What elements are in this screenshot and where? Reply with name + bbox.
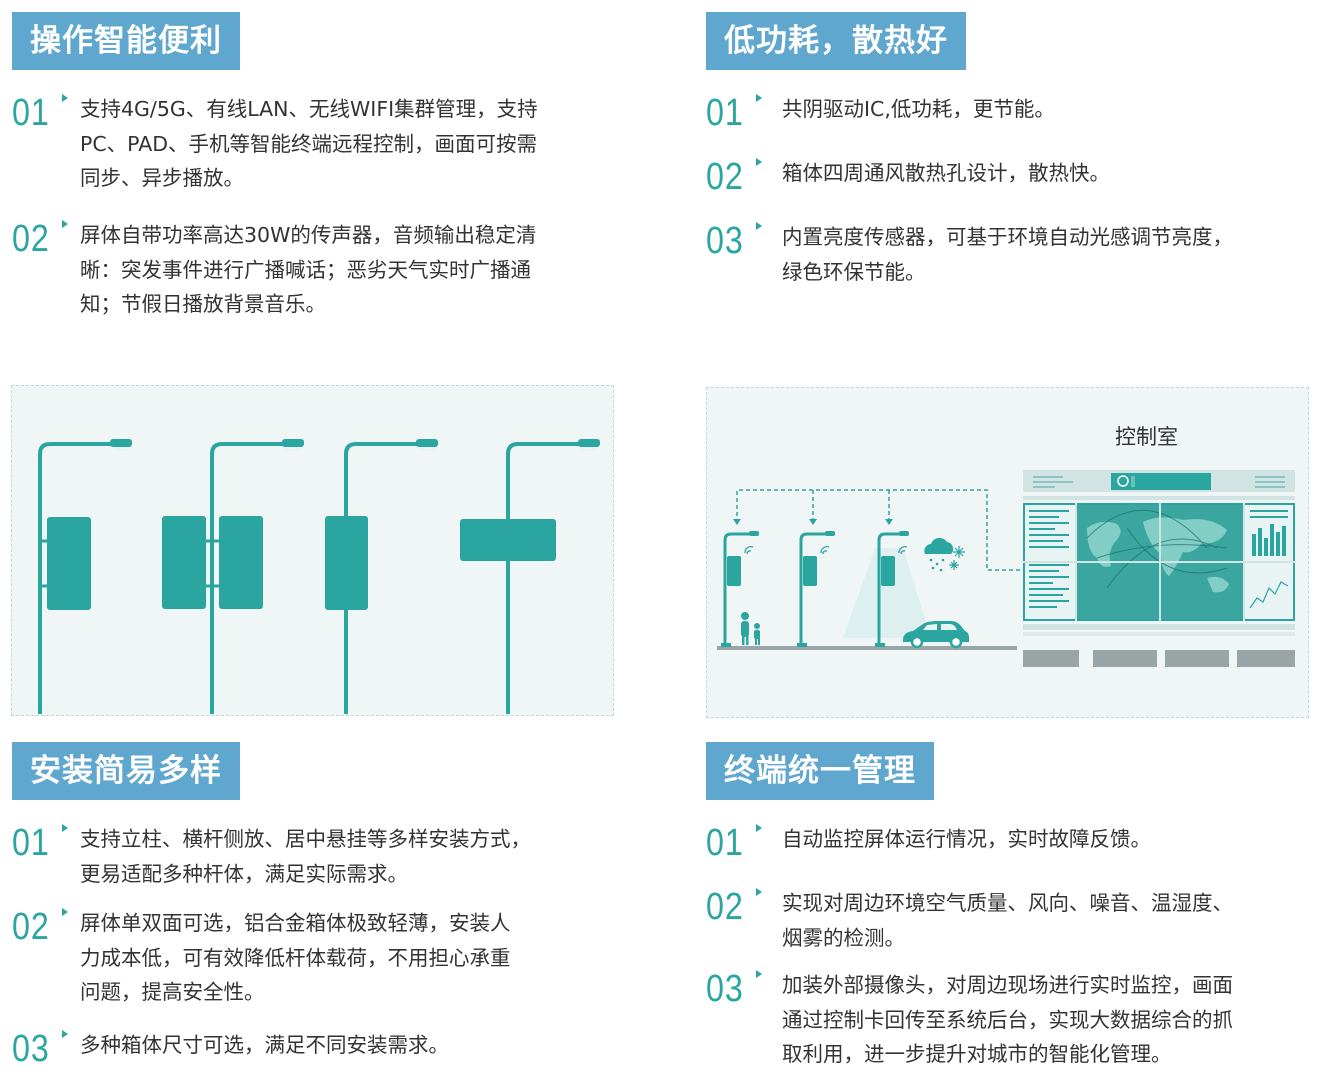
feature-text-line: 通过控制卡回传至系统后台，实现大数据综合的抓	[782, 1007, 1233, 1032]
pole-1	[38, 442, 118, 714]
pointer-icon	[62, 908, 68, 916]
sensor-light-cone	[843, 548, 931, 638]
led-screen-single-side	[47, 517, 91, 610]
feature-item: 01 支持立柱、横杆侧放、居中悬挂等多样安装方式， 更易适配多种杆体，满足实际需…	[12, 822, 612, 902]
feature-text-line: 取利用，进一步提升对城市的智能化管理。	[782, 1042, 1172, 1066]
feature-number: 02	[12, 218, 50, 260]
section-control: 操作智能便利 01 支持4G/5G、有线LAN、无线WIFI集群管理，支持 PC…	[12, 12, 612, 332]
pointer-icon	[756, 970, 762, 978]
feature-text-line: 支持4G/5G、有线LAN、无线WIFI集群管理，支持	[80, 97, 538, 121]
console-desk	[1165, 650, 1229, 667]
pole-mounting-graphic	[38, 439, 600, 714]
feature-text-line: 加装外部摄像头，对周边现场进行实时监控，画面	[782, 973, 1233, 997]
pointer-icon	[756, 824, 762, 832]
feature-item: 02 实现对周边环境空气质量、风向、噪音、温湿度、 烟雾的检测。	[706, 886, 1321, 966]
feature-item: 02 屏体自带功率高达30W的传声器，音频输出稳定清 晰：突发事件进行广播喊话；…	[12, 218, 612, 328]
feature-text-line: 绿色环保节能。	[782, 259, 926, 284]
section-title: 低功耗，散热好	[706, 12, 966, 70]
feature-item: 03 多种箱体尺寸可选，满足不同安装需求。	[12, 1028, 612, 1072]
section-power: 低功耗，散热好 01 共阴驱动IC,低功耗，更节能。 02 箱体四周通风散热孔设…	[706, 12, 1316, 312]
pointer-icon	[62, 220, 68, 228]
feature-text-line: 知；节假日播放背景音乐。	[80, 292, 326, 316]
pointer-icon	[62, 1030, 68, 1038]
feature-text-line: 更易适配多种杆体，满足实际需求。	[80, 861, 408, 886]
wifi-icon	[744, 546, 908, 555]
feature-text-line: PC、PAD、手机等智能终端远程控制，画面可按需	[80, 131, 538, 156]
pointer-icon	[756, 888, 762, 896]
feature-item: 03 加装外部摄像头，对周边现场进行实时监控，画面 通过控制卡回传至系统后台，实…	[706, 968, 1321, 1078]
feature-number: 03	[12, 1028, 50, 1070]
feature-item: 02 箱体四周通风散热孔设计，散热快。	[706, 156, 1316, 206]
led-screen-horizontal	[460, 519, 556, 561]
section-terminal: 终端统一管理 01 自动监控屏体运行情况，实时故障反馈。 02 实现对周边环境空…	[706, 742, 1321, 1082]
feature-number: 03	[706, 968, 744, 1010]
feature-number: 01	[706, 92, 744, 134]
console-desk	[1093, 650, 1157, 667]
feature-text-line: 问题，提高安全性。	[80, 980, 265, 1004]
feature-number: 01	[12, 92, 50, 134]
feature-text-line: 烟雾的检测。	[782, 925, 905, 950]
pole-screen	[727, 556, 741, 586]
pointer-icon	[62, 94, 68, 102]
pedestrian-icon	[741, 612, 760, 645]
feature-number: 01	[12, 822, 50, 864]
pole-4	[506, 442, 586, 714]
control-room-illustration: 控制室	[706, 387, 1309, 718]
console-desk	[1237, 650, 1295, 667]
feature-text-line: 支持立柱、横杆侧放、居中悬挂等多样安装方式，	[80, 827, 531, 851]
feature-text-line: 力成本低，可有效降低杆体载荷，不用担心承重	[80, 945, 511, 970]
weather-cloud-icon	[924, 537, 965, 572]
section-title: 终端统一管理	[706, 742, 934, 800]
feature-text-line: 内置亮度传感器，可基于环境自动光感调节亮度，	[782, 225, 1233, 249]
feature-text-line: 屏体自带功率高达30W的传声器，音频输出稳定清	[80, 223, 537, 247]
network-line	[736, 489, 1025, 571]
section-install: 安装简易多样 01 支持立柱、横杆侧放、居中悬挂等多样安装方式， 更易适配多种杆…	[12, 742, 612, 1082]
feature-text-line: 共阴驱动IC,低功耗，更节能。	[782, 97, 1055, 121]
pole-2	[210, 442, 290, 714]
car-icon	[903, 621, 969, 649]
feature-number: 02	[706, 886, 744, 928]
feature-text-line: 同步、异步播放。	[80, 166, 244, 190]
console-desk	[1023, 650, 1079, 667]
lamp-head-4	[578, 439, 600, 447]
led-screen-double-left	[162, 516, 206, 609]
lamp-head-1	[110, 439, 132, 447]
video-wall	[1023, 470, 1295, 667]
ground-line	[717, 646, 1017, 650]
feature-text-line: 多种箱体尺寸可选，满足不同安装需求。	[80, 1033, 449, 1057]
feature-number: 03	[706, 220, 744, 262]
feature-text-line: 自动监控屏体运行情况，实时故障反馈。	[782, 827, 1151, 851]
feature-number: 02	[706, 156, 744, 198]
control-room-label: 控制室	[1115, 425, 1178, 449]
feature-number: 01	[706, 822, 744, 864]
feature-text-line: 实现对周边环境空气质量、风向、噪音、温湿度、	[782, 891, 1233, 915]
feature-item: 01 共阴驱动IC,低功耗，更节能。	[706, 92, 1316, 142]
feature-text-line: 晰：突发事件进行广播喊话；恶劣天气实时广播通	[80, 257, 531, 282]
feature-text-line: 箱体四周通风散热孔设计，散热快。	[782, 161, 1110, 185]
lamp-head-2	[282, 439, 304, 447]
pointer-icon	[62, 824, 68, 832]
pole-screen	[803, 556, 817, 586]
pointer-icon	[756, 222, 762, 230]
pole-screen	[881, 556, 895, 586]
feature-number: 02	[12, 906, 50, 948]
pointer-icon	[756, 94, 762, 102]
led-screen-double-right	[219, 516, 263, 609]
feature-item: 01 支持4G/5G、有线LAN、无线WIFI集群管理，支持 PC、PAD、手机…	[12, 92, 612, 202]
led-screen-center	[325, 516, 368, 610]
lamp-head-3	[416, 439, 438, 447]
pointer-icon	[756, 158, 762, 166]
control-room-graphic	[717, 470, 1295, 667]
section-title: 操作智能便利	[12, 12, 240, 70]
feature-text-line: 屏体单双面可选，铝合金箱体极致轻薄，安装人	[80, 911, 511, 935]
feature-item: 01 自动监控屏体运行情况，实时故障反馈。	[706, 822, 1321, 872]
pole-mounting-illustration	[11, 385, 614, 716]
feature-item: 02 屏体单双面可选，铝合金箱体极致轻薄，安装人 力成本低，可有效降低杆体载荷，…	[12, 906, 612, 1016]
section-title: 安装简易多样	[12, 742, 240, 800]
pole-3	[344, 442, 424, 714]
feature-item: 03 内置亮度传感器，可基于环境自动光感调节亮度， 绿色环保节能。	[706, 220, 1316, 300]
